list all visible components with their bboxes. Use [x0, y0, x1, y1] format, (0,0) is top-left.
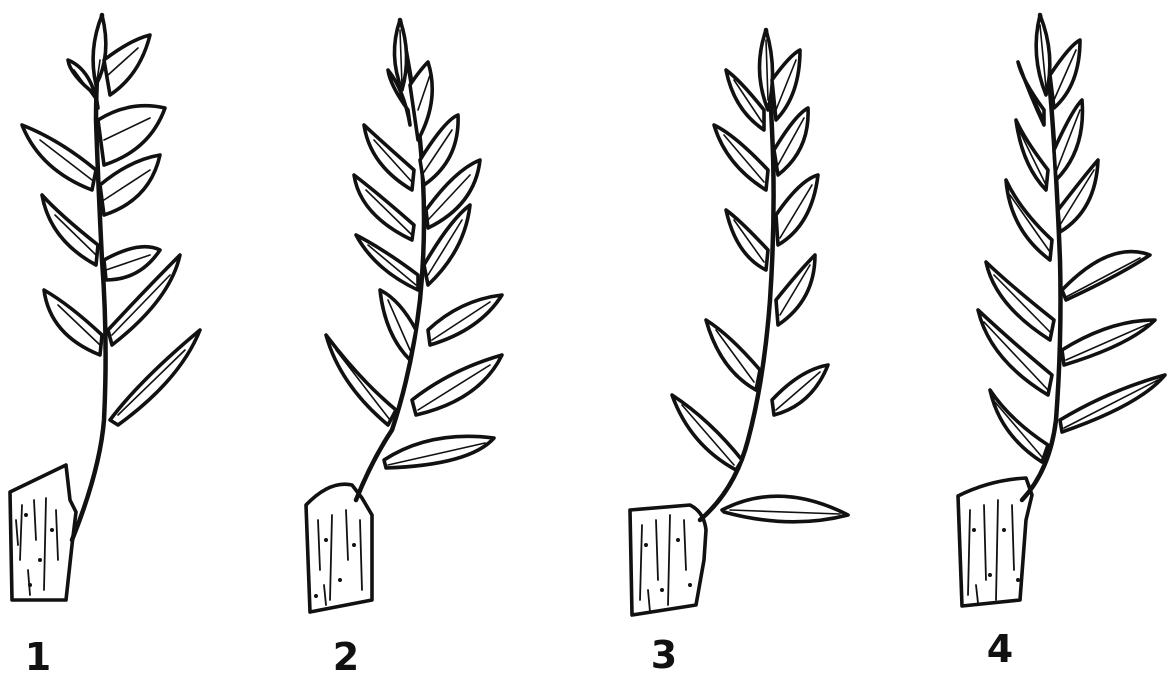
figure-1-scion	[22, 15, 200, 540]
figure-3-label: 3	[651, 633, 677, 677]
figure-3-scion	[672, 30, 848, 522]
figure-2-label: 2	[333, 635, 359, 679]
figure-3-stock	[630, 505, 706, 615]
figure-4-label: 4	[987, 627, 1013, 671]
figure-1-label: 1	[25, 635, 51, 679]
figure-4: 4	[958, 15, 1165, 671]
figure-3: 3	[630, 30, 848, 677]
figure-2-scion	[326, 20, 502, 500]
figure-4-stock	[958, 478, 1032, 606]
figure-2: 2	[306, 20, 502, 679]
figure-4-scion	[978, 15, 1165, 500]
figure-1: 1	[10, 15, 200, 679]
figure-1-stock	[10, 465, 76, 600]
figure-2-stock	[306, 484, 372, 612]
